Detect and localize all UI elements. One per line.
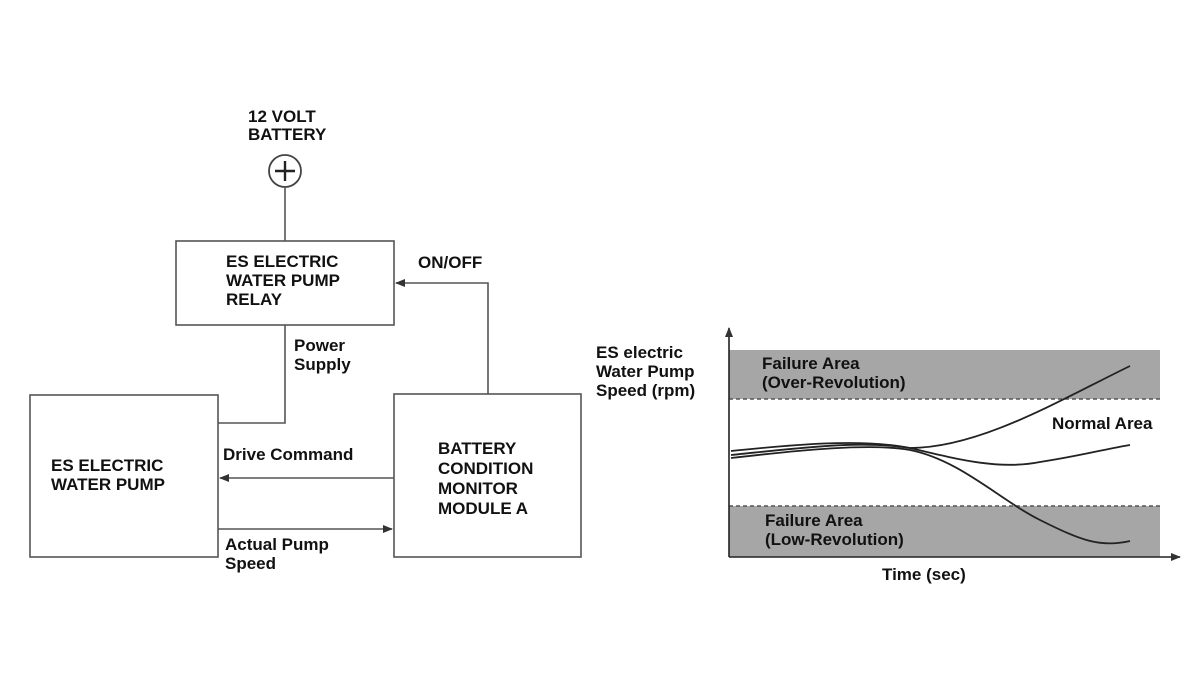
- plus-terminal-icon: [268, 154, 302, 188]
- on-off-label: ON/OFF: [418, 253, 482, 272]
- y-axis-label-line3: Speed (rpm): [596, 381, 695, 400]
- low-revolution-band: [729, 506, 1160, 557]
- low-revolution-label-line1: Failure Area: [765, 511, 863, 530]
- stable-speed-curve: [730, 442, 1131, 466]
- low-revolution-label-line2: (Low-Revolution): [765, 530, 904, 549]
- actual-pump-speed-label-line1: Actual Pump: [225, 535, 329, 554]
- module-box: [393, 393, 582, 558]
- pump-label-line1: ES ELECTRIC: [51, 456, 163, 475]
- drive-command-label: Drive Command: [223, 445, 353, 464]
- pump-box: [29, 394, 219, 558]
- module-label-line1: BATTERY: [438, 439, 517, 458]
- pump-label-line2: WATER PUMP: [51, 475, 165, 494]
- module-label-line3: MONITOR: [438, 479, 518, 498]
- y-axis-label-line1: ES electric: [596, 343, 683, 362]
- speed-graph: ES electric Water Pump Speed (rpm) Failu…: [596, 327, 1181, 584]
- over-revolution-label-line1: Failure Area: [762, 354, 860, 373]
- relay-label-line2: WATER PUMP: [226, 271, 340, 290]
- x-axis-label: Time (sec): [882, 565, 966, 584]
- power-supply-label-line2: Supply: [294, 355, 351, 374]
- battery-label-line1: 12 VOLT: [248, 107, 316, 126]
- y-axis-label-line2: Water Pump: [596, 362, 695, 381]
- battery-label-line2: BATTERY: [248, 125, 327, 144]
- module-label-line2: CONDITION: [438, 459, 533, 478]
- falling-speed-curve: [730, 446, 1131, 545]
- module-label-line4: MODULE A: [438, 499, 528, 518]
- relay-label-line1: ES ELECTRIC: [226, 252, 338, 271]
- relay-label-line3: RELAY: [226, 290, 283, 309]
- normal-area-label: Normal Area: [1052, 414, 1153, 433]
- block-diagram: 12 VOLT BATTERY ES ELECTRIC WATER PUMP R…: [29, 107, 582, 573]
- over-revolution-band: [729, 350, 1160, 399]
- over-revolution-label-line2: (Over-Revolution): [762, 373, 906, 392]
- actual-pump-speed-label-line2: Speed: [225, 554, 276, 573]
- power-supply-wire: [218, 325, 286, 424]
- power-supply-label-line1: Power: [294, 336, 345, 355]
- on-off-arrow: [395, 279, 489, 394]
